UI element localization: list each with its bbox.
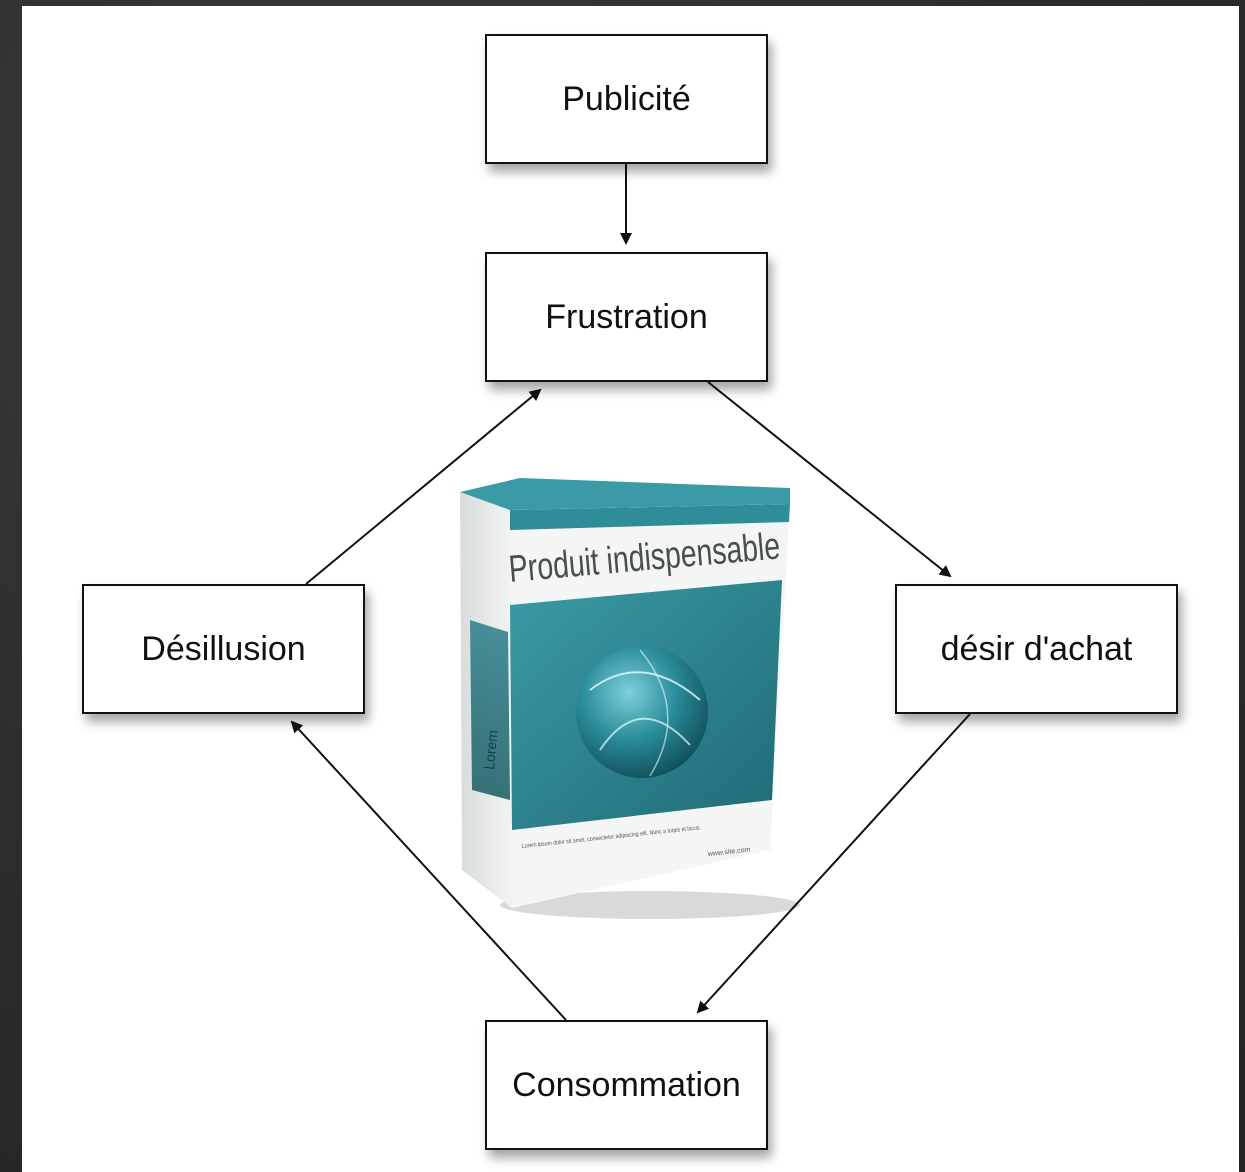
product-box-image <box>460 478 800 919</box>
arrow-desir-to-consommation <box>696 713 971 1014</box>
node-publicite: Publicité <box>485 34 768 164</box>
arrow-desillusion-to-frustration <box>305 388 542 585</box>
product-box-spine-text: Lorem <box>481 729 500 770</box>
arrow-consommation-to-desillusion <box>290 720 567 1021</box>
node-publicite-label: Publicité <box>562 79 691 118</box>
node-desir-achat-label: désir d'achat <box>940 629 1133 668</box>
node-desillusion: Désillusion <box>82 584 365 714</box>
product-box-url: www.site.com <box>706 847 750 859</box>
node-consommation-label: Consommation <box>512 1065 741 1104</box>
node-frustration: Frustration <box>485 252 768 382</box>
node-desir-achat: désir d'achat <box>895 584 1178 714</box>
node-desillusion-label: Désillusion <box>141 629 306 668</box>
node-consommation: Consommation <box>485 1020 768 1150</box>
arrow-frustration-to-desir <box>707 381 952 578</box>
node-frustration-label: Frustration <box>545 297 708 336</box>
